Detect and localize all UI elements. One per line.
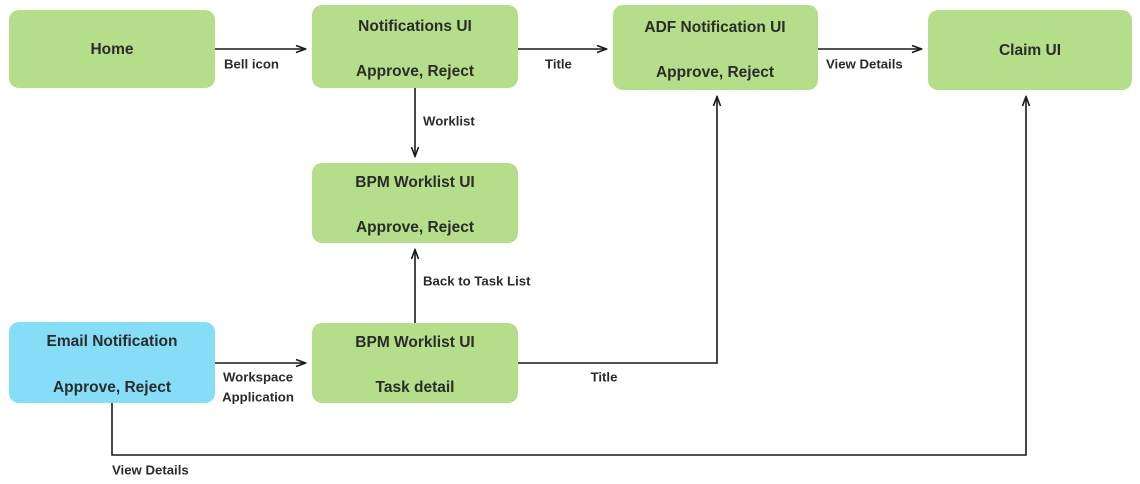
- edge-label-back-to-task-list: Back to Task List: [423, 273, 531, 288]
- edge-label-view-details-top: View Details: [826, 56, 903, 71]
- node-title-home: Home: [90, 41, 133, 58]
- node-background: [928, 10, 1132, 90]
- node-claim-ui[interactable]: Claim UI: [928, 10, 1132, 90]
- node-notifications-ui[interactable]: Notifications UI Approve, Reject: [312, 5, 518, 88]
- edge-label-title-top: Title: [545, 56, 572, 71]
- node-title-bpm-worklist-ui-approve: BPM Worklist UI: [355, 174, 474, 191]
- node-title-email-notification: Email Notification: [47, 333, 178, 350]
- node-actions-adf-notification-ui: Approve, Reject: [656, 64, 774, 81]
- edge-adf-to-claim: View Details: [818, 49, 921, 71]
- node-background: [312, 5, 518, 88]
- edge-email-to-claim: View Details: [111, 97, 1026, 477]
- node-title-adf-notification-ui: ADF Notification UI: [644, 19, 785, 36]
- node-background: [9, 10, 215, 88]
- node-background: [312, 163, 518, 243]
- node-title-bpm-worklist-ui-task-detail: BPM Worklist UI: [355, 334, 474, 351]
- node-bpm-worklist-ui-approve[interactable]: BPM Worklist UI Approve, Reject: [312, 163, 518, 243]
- node-background: [613, 5, 818, 90]
- edge-email-to-bpm-task-detail: Workspace Application: [215, 363, 305, 404]
- edge-label-view-details-bottom: View Details: [112, 462, 189, 477]
- node-background: [9, 322, 215, 403]
- edge-label-title-bottom: Title: [591, 369, 618, 384]
- edge-home-to-notifications: Bell icon: [215, 49, 305, 71]
- node-email-notification[interactable]: Email Notification Approve, Reject: [9, 322, 215, 403]
- edge-label-workspace: Workspace: [223, 369, 293, 384]
- node-bpm-worklist-ui-task-detail[interactable]: BPM Worklist UI Task detail: [312, 323, 518, 403]
- edge-bpm-task-detail-to-bpm-worklist: Back to Task List: [415, 250, 531, 323]
- node-actions-bpm-worklist-ui-approve: Approve, Reject: [356, 219, 474, 236]
- edge-label-worklist: Worklist: [423, 113, 475, 128]
- node-adf-notification-ui[interactable]: ADF Notification UI Approve, Reject: [613, 5, 818, 90]
- edge-label-application: Application: [222, 389, 294, 404]
- node-actions-email-notification: Approve, Reject: [53, 379, 171, 396]
- node-title-notifications-ui: Notifications UI: [358, 18, 472, 35]
- node-actions-notifications-ui: Approve, Reject: [356, 63, 474, 80]
- edge-label-bell-icon: Bell icon: [224, 56, 279, 71]
- node-home[interactable]: Home: [9, 10, 215, 88]
- edge-bpm-task-detail-to-adf: Title: [518, 97, 717, 384]
- node-title-claim-ui: Claim UI: [999, 42, 1061, 59]
- edge-notifications-to-bpm-worklist: Worklist: [415, 88, 475, 156]
- node-actions-bpm-worklist-ui-task-detail: Task detail: [376, 379, 455, 396]
- edge-notifications-to-adf: Title: [518, 49, 606, 71]
- node-background: [312, 323, 518, 403]
- edge-line: [518, 97, 717, 364]
- edge-line: [111, 97, 1026, 456]
